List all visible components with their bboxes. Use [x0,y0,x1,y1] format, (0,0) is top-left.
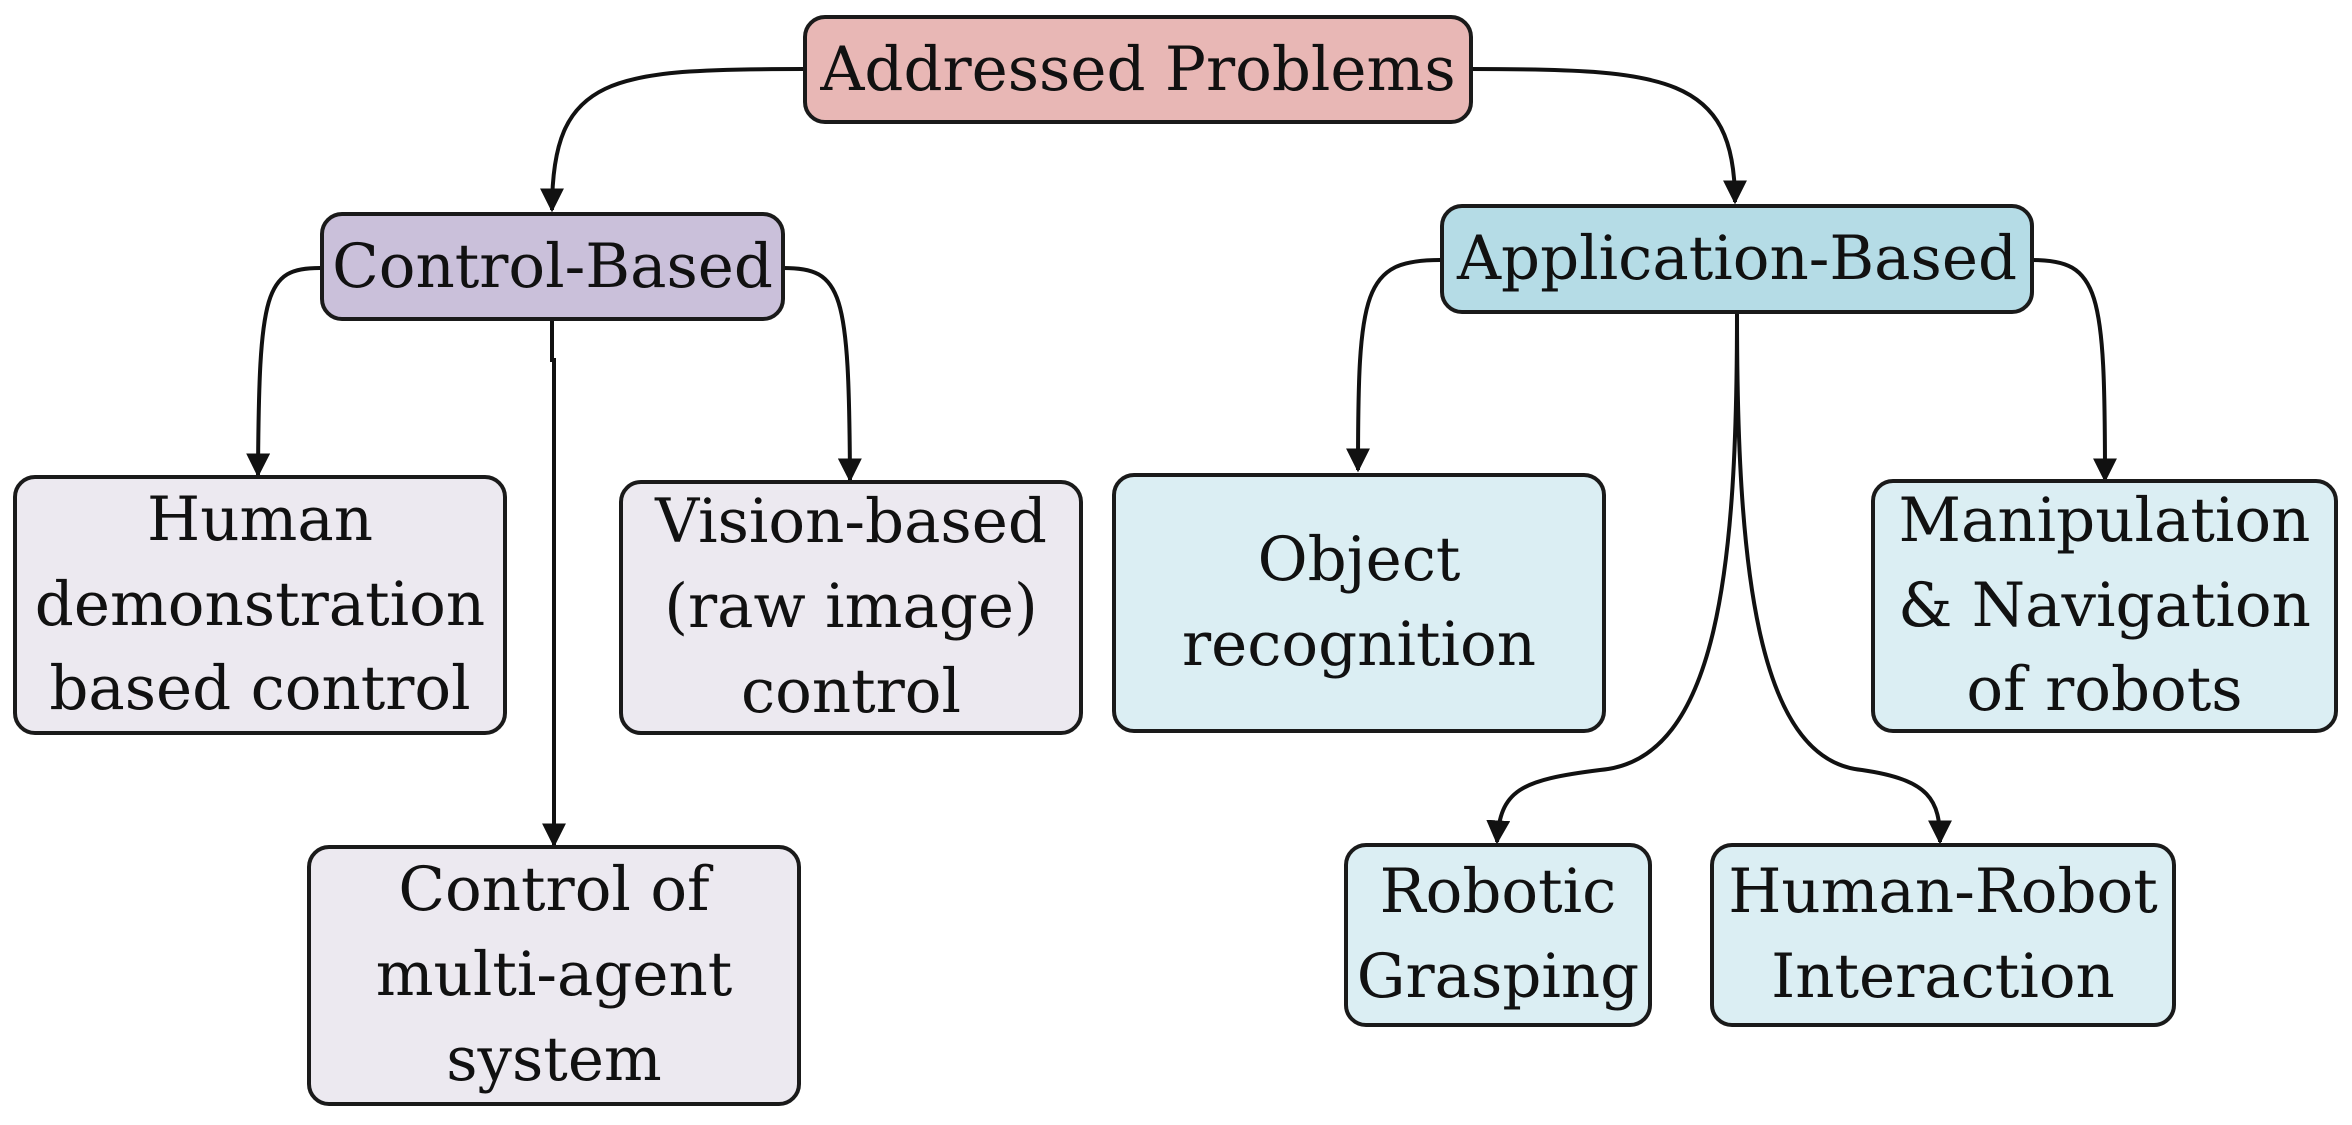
edge-root-to-control [540,67,804,213]
manipulation-navigation-node: Manipulation & Navigation of robots [1871,479,2338,733]
edge-control-to-multi-agent [542,320,566,848]
multi-agent-control-node: Control of multi-agent system [307,845,801,1106]
edge-application-to-manipulation [2031,258,2117,483]
human-robot-interaction-node: Human-Robot Interaction [1710,843,2176,1027]
control-based-node: Control-Based [320,212,785,321]
edge-application-to-human-robot-interaction [1735,312,1952,845]
robotic-grasping-node: Robotic Grasping [1344,843,1652,1027]
application-based-node: Application-Based [1440,204,2034,314]
edge-root-to-application [1469,67,1747,205]
human-demonstration-control-node: Human demonstration based control [13,475,507,735]
edge-control-to-vision-based [782,266,862,483]
root-node: Addressed Problems [803,15,1473,124]
object-recognition-node: Object recognition [1112,473,1606,733]
edge-application-to-robotic-grasping [1486,312,1739,845]
edge-control-to-human-demonstration [246,266,321,478]
edge-application-to-object-recognition [1346,258,1441,473]
vision-based-control-node: Vision-based (raw image) control [619,480,1083,735]
